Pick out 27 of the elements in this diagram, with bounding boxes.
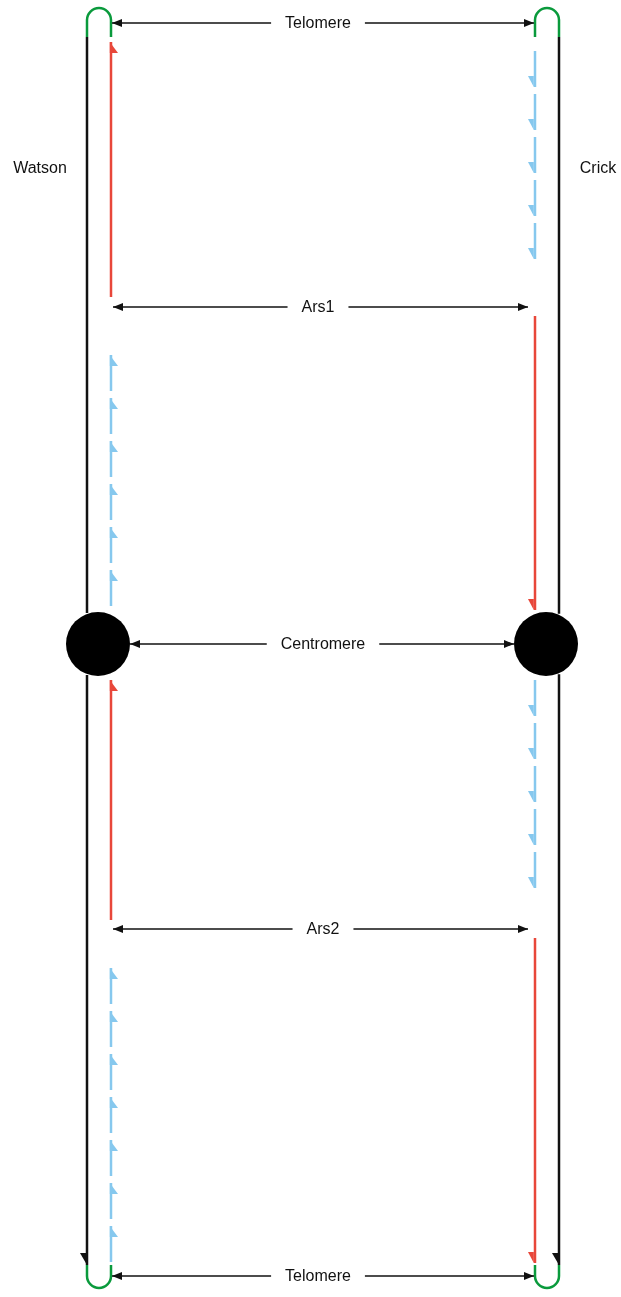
telomere-cap [533, 6, 561, 37]
leader-arrow [112, 925, 294, 933]
leader-arrow [112, 303, 289, 311]
region-label: Telomere [285, 1267, 351, 1285]
leader-arrow [111, 1272, 272, 1280]
centromere-circle [514, 612, 578, 676]
leader-arrow [129, 640, 268, 648]
strand-label: Crick [579, 159, 617, 177]
strand-label: Watson [13, 159, 67, 177]
template-strand [557, 37, 561, 614]
template-strand [80, 675, 89, 1265]
leader-arrow [347, 303, 529, 311]
template-strand [552, 674, 561, 1265]
region-label: Telomere [285, 14, 351, 32]
telomere-cap [85, 1265, 113, 1290]
region-label: Ars2 [306, 920, 340, 938]
centromere-circle [66, 612, 130, 676]
leader-arrow [364, 19, 535, 27]
leader-arrow [352, 925, 529, 933]
region-label: Centromere [280, 635, 366, 653]
telomere-cap [85, 6, 113, 37]
leader-arrow [378, 640, 515, 648]
region-label: Ars1 [301, 298, 335, 316]
telomere-cap [533, 1265, 561, 1290]
template-strand [85, 37, 89, 613]
leader-arrow [364, 1272, 535, 1280]
leader-arrow [111, 19, 272, 27]
